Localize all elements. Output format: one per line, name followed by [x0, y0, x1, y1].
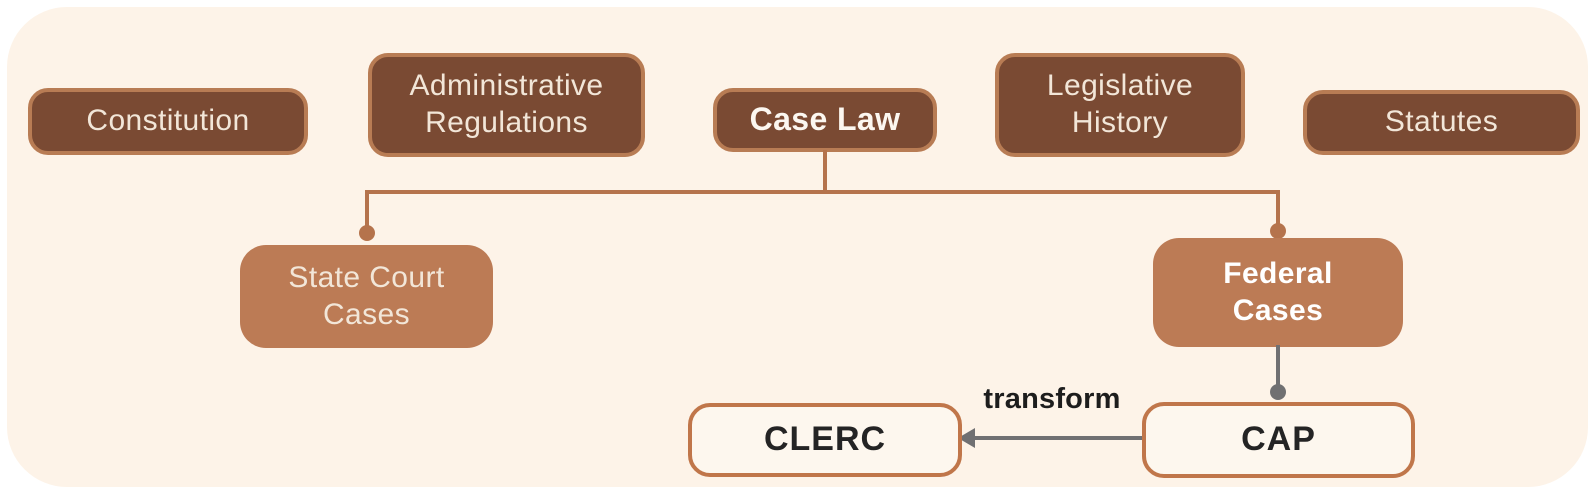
node-constitution: Constitution — [28, 88, 308, 155]
node-clerc-label: CLERC — [763, 420, 887, 459]
connector-federal-cases-drop — [1276, 190, 1280, 225]
node-federal-cases: Federal Cases — [1153, 238, 1403, 347]
node-clerc: CLERC — [688, 403, 962, 477]
node-federal-cases-label: Federal Cases — [1223, 256, 1333, 327]
connector-federal-to-cap — [1276, 345, 1280, 387]
node-statutes-label: Statutes — [1384, 105, 1499, 139]
node-state-court-cases-label: State Court Cases — [288, 260, 445, 331]
connector-dot-federal-cases — [1270, 223, 1286, 239]
arrowhead-left-icon — [958, 428, 975, 448]
node-administrative-regulations-label: Administrative Regulations — [409, 69, 604, 139]
node-case-law-label: Case Law — [749, 101, 901, 138]
node-legislative-history: Legislative History — [995, 53, 1245, 157]
node-cap-label: CAP — [1241, 420, 1316, 459]
node-statutes: Statutes — [1303, 90, 1580, 155]
edge-label-transform: transform — [983, 383, 1121, 415]
node-state-court-cases: State Court Cases — [240, 245, 493, 348]
node-case-law: Case Law — [713, 88, 937, 152]
connector-dot-state-court — [359, 225, 375, 241]
connector-cap-to-clerc — [972, 436, 1142, 440]
node-constitution-label: Constitution — [86, 104, 250, 138]
connector-branch-horizontal — [365, 190, 1280, 194]
connector-case-law-drop — [823, 150, 827, 192]
node-cap: CAP — [1142, 402, 1415, 478]
connector-dot-cap — [1270, 384, 1286, 400]
node-administrative-regulations: Administrative Regulations — [368, 53, 645, 157]
node-legislative-history-label: Legislative History — [1046, 69, 1194, 139]
connector-state-court-drop — [365, 190, 369, 228]
